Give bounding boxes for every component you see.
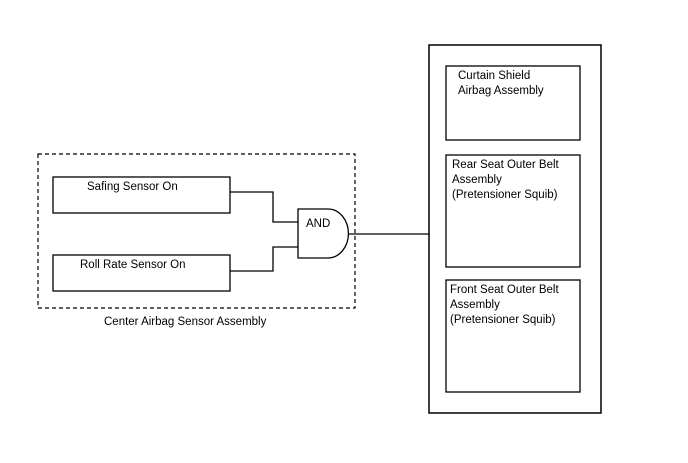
safing-sensor-label: Safing Sensor On: [87, 181, 178, 193]
rollrate-to-gate-wire: [230, 246, 298, 272]
rear-seat-belt-label: Rear Seat Outer Belt Assembly (Pretensio…: [452, 159, 562, 201]
roll-rate-sensor-box: [52, 254, 231, 292]
roll-rate-sensor-label: Roll Rate Sensor On: [80, 259, 185, 271]
center-assembly-boundary: [37, 153, 356, 309]
and-gate: [297, 208, 349, 259]
curtain-shield-box: [445, 65, 581, 141]
center-assembly-label: Center Airbag Sensor Assembly: [104, 316, 267, 328]
rear-seat-belt-box: [445, 154, 581, 268]
front-seat-belt-box: [445, 279, 581, 393]
output-group-container: [428, 44, 602, 414]
and-gate-label: AND: [306, 218, 330, 230]
safing-sensor-box: [52, 176, 231, 214]
curtain-shield-label: Curtain Shield Airbag Assembly: [458, 70, 544, 97]
front-seat-belt-label: Front Seat Outer Belt Assembly (Pretensi…: [450, 284, 562, 326]
safing-to-gate-wire: [230, 191, 298, 223]
